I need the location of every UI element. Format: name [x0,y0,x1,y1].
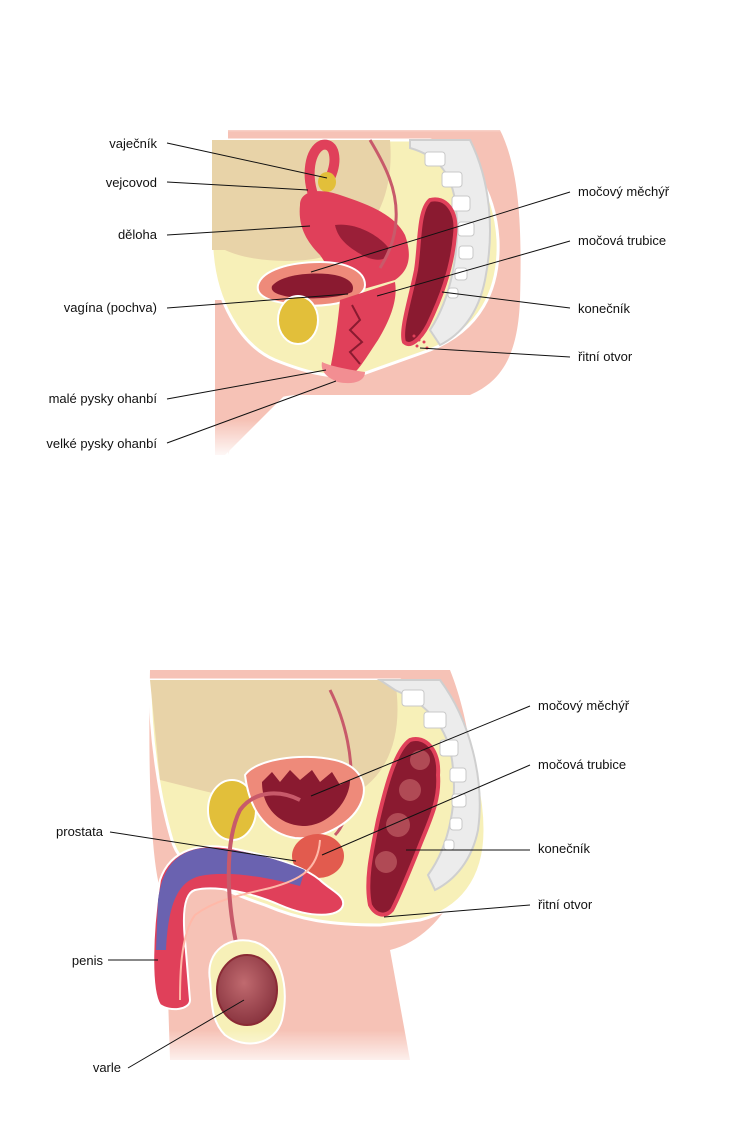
female-ovary-shape [318,172,336,192]
male-rectum-haustra [375,750,430,873]
male-penis-vein [156,848,305,950]
label-labia-majora: velké pysky ohanbí [46,436,157,451]
label-oviduct: vejcovod [105,175,157,190]
female-bladder-inner [271,273,353,299]
label-male-bladder: močový měchýř [538,698,630,713]
label-labia-minora: malé pysky ohanbí [48,391,157,406]
male-prostate-shape [292,834,344,878]
label-ovary: vaječník [109,136,157,151]
female-figure [180,125,540,460]
label-female-urethra: močová trubice [578,233,667,248]
female-vagina-folds [348,304,364,365]
label-male-anus: řitní otvor [538,897,593,912]
male-testis-shape [216,954,278,1026]
male-bladder-inner [262,770,350,826]
female-rectum-shape [401,197,458,346]
label-vagina: vagína (pochva) [63,300,157,315]
female-uterus-cavity [335,224,390,260]
male-penis-shape [152,845,345,1011]
label-prostate: prostata [56,824,103,839]
male-leader-lines [108,705,531,1069]
female-pubic-bone [277,295,319,345]
label-male-rectum: konečník [538,841,591,856]
female-leader-lines [166,142,571,444]
label-testis: varle [92,1060,121,1075]
label-penis: penis [71,953,103,968]
male-spine [376,679,481,892]
label-female-rectum: konečník [578,301,631,316]
label-uterus: děloha [117,227,157,242]
label-female-anus: řitní otvor [578,349,633,364]
male-figure [120,660,520,1070]
female-vagina-shape [330,282,396,372]
male-vas-deferens [226,791,301,961]
label-male-urethra: močová trubice [538,757,627,772]
label-female-bladder: močový měchýř [578,184,670,199]
female-labia-shape [321,362,365,384]
